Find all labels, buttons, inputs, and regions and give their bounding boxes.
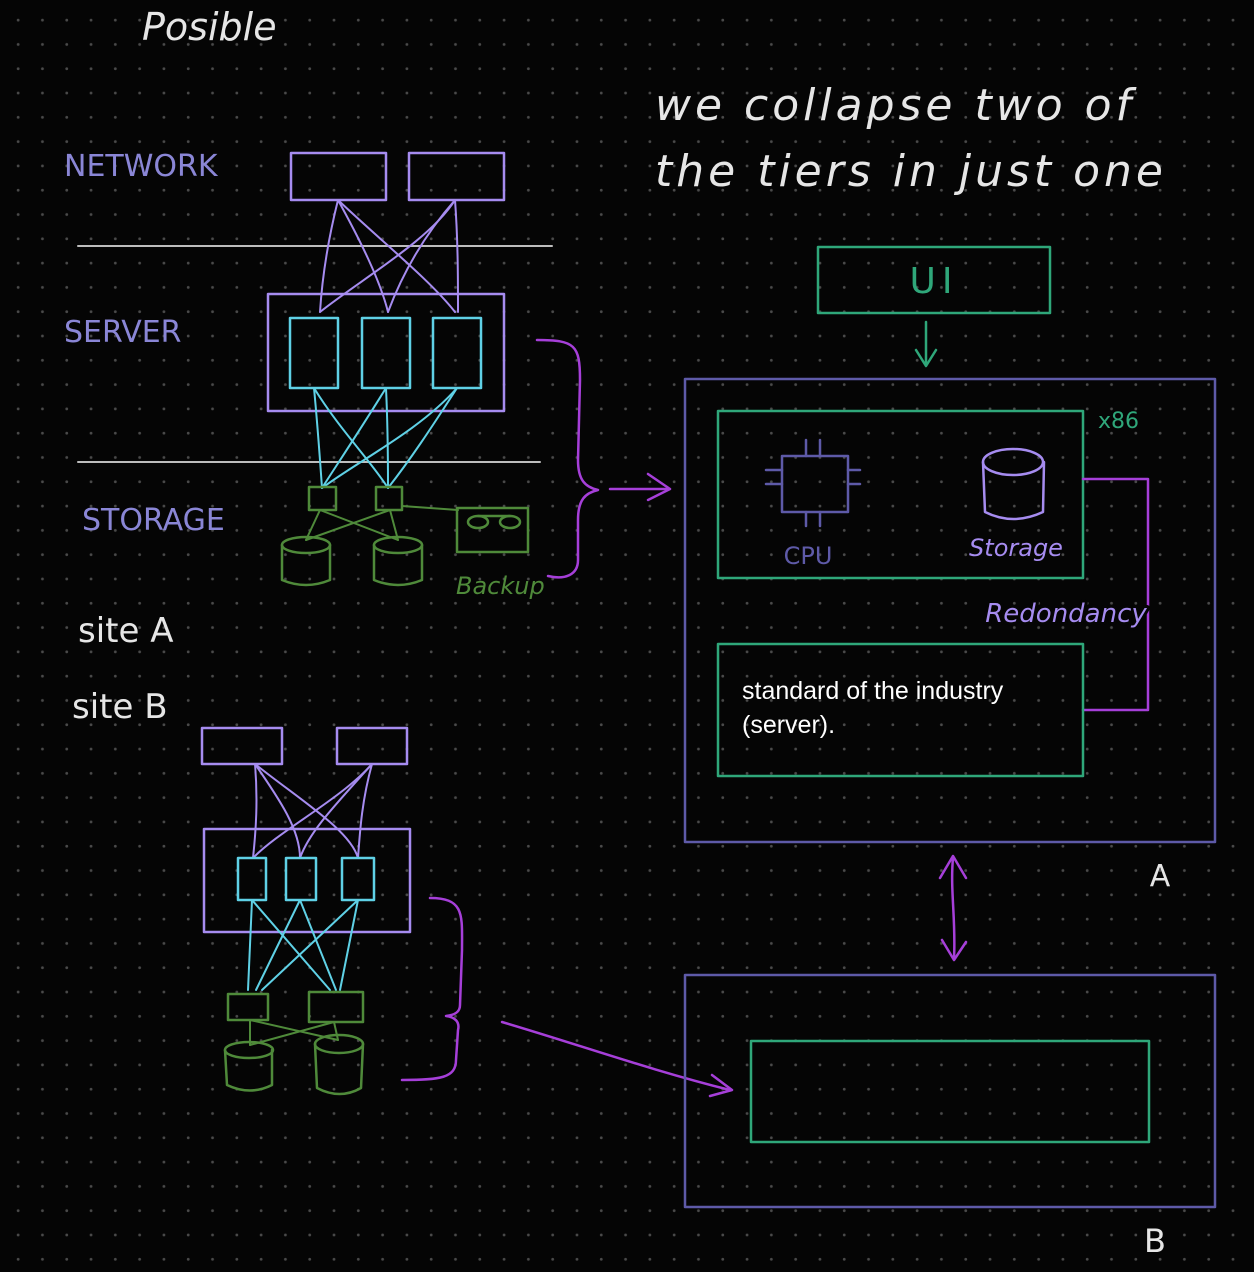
site-b-server-box xyxy=(749,1039,1151,1144)
server-node xyxy=(288,316,340,390)
x86-node-box xyxy=(716,409,1085,580)
site-a-label: site A xyxy=(78,611,173,651)
top-word: Posible xyxy=(142,5,277,49)
site-a-marker: A xyxy=(1150,859,1171,894)
server-tier-label: SERVER xyxy=(64,315,182,350)
network-switch xyxy=(200,726,284,766)
note-heading-line1: we collapse two of xyxy=(655,80,1138,131)
network-switch xyxy=(289,151,388,202)
site-a-frame xyxy=(683,377,1217,844)
server-links xyxy=(313,387,458,489)
network-links xyxy=(252,763,373,859)
network-tier-label: NETWORK xyxy=(64,149,219,184)
disk-icon xyxy=(372,535,424,587)
storage-label: Storage xyxy=(969,534,1063,562)
server-node xyxy=(340,856,376,902)
collapsed-architecture: UI x86 CPU Storage Redondancy A xyxy=(683,245,1217,1260)
arch-label: x86 xyxy=(1098,409,1139,434)
site-b-frame xyxy=(683,973,1217,1209)
site-b-marker: B xyxy=(1144,1222,1166,1260)
network-links xyxy=(319,199,459,313)
redundancy-link xyxy=(1081,477,1150,712)
backup-label: Backup xyxy=(456,572,545,600)
server-node xyxy=(360,316,412,390)
server-node xyxy=(236,856,268,902)
storage-controller xyxy=(374,485,404,512)
storage-controller xyxy=(307,485,338,512)
ui-down-arrow xyxy=(914,320,938,368)
arrow-to-site-b xyxy=(500,1020,734,1098)
cpu-icon xyxy=(764,438,862,528)
site-a-tier-diagram: NETWORK SERVER STORAGE xyxy=(64,149,672,600)
disk-icon xyxy=(313,1033,365,1096)
storage-links xyxy=(305,505,459,541)
redundancy-label: Redondancy xyxy=(985,599,1147,629)
disk-icon xyxy=(280,535,332,587)
storage-controller xyxy=(226,992,270,1022)
cpu-label: CPU xyxy=(784,542,833,570)
site-b-tier-diagram xyxy=(200,726,734,1098)
storage-tier-label: STORAGE xyxy=(82,503,225,538)
ui-box xyxy=(816,245,1052,315)
note-heading-line2: the tiers in just one xyxy=(655,146,1167,197)
standard-server-note: standard of the industry (server). xyxy=(742,677,1004,739)
storage-controller xyxy=(307,990,365,1024)
arrow-to-collapsed xyxy=(608,472,672,502)
server-enclosure xyxy=(202,827,412,934)
ui-label: UI xyxy=(910,261,959,302)
grouping-brace xyxy=(400,896,464,1082)
disk-icon xyxy=(223,1040,275,1092)
backup-tape-icon xyxy=(455,506,530,554)
network-switch xyxy=(407,151,506,202)
site-b-label: site B xyxy=(72,687,168,727)
server-node xyxy=(284,856,318,902)
storage-icon xyxy=(981,447,1046,521)
server-links xyxy=(247,899,359,991)
standard-server-box xyxy=(716,642,1085,778)
network-switch xyxy=(335,726,409,766)
replication-arrow xyxy=(938,854,968,962)
server-node xyxy=(431,316,483,390)
storage-links xyxy=(249,1019,339,1046)
grouping-brace xyxy=(535,338,600,579)
